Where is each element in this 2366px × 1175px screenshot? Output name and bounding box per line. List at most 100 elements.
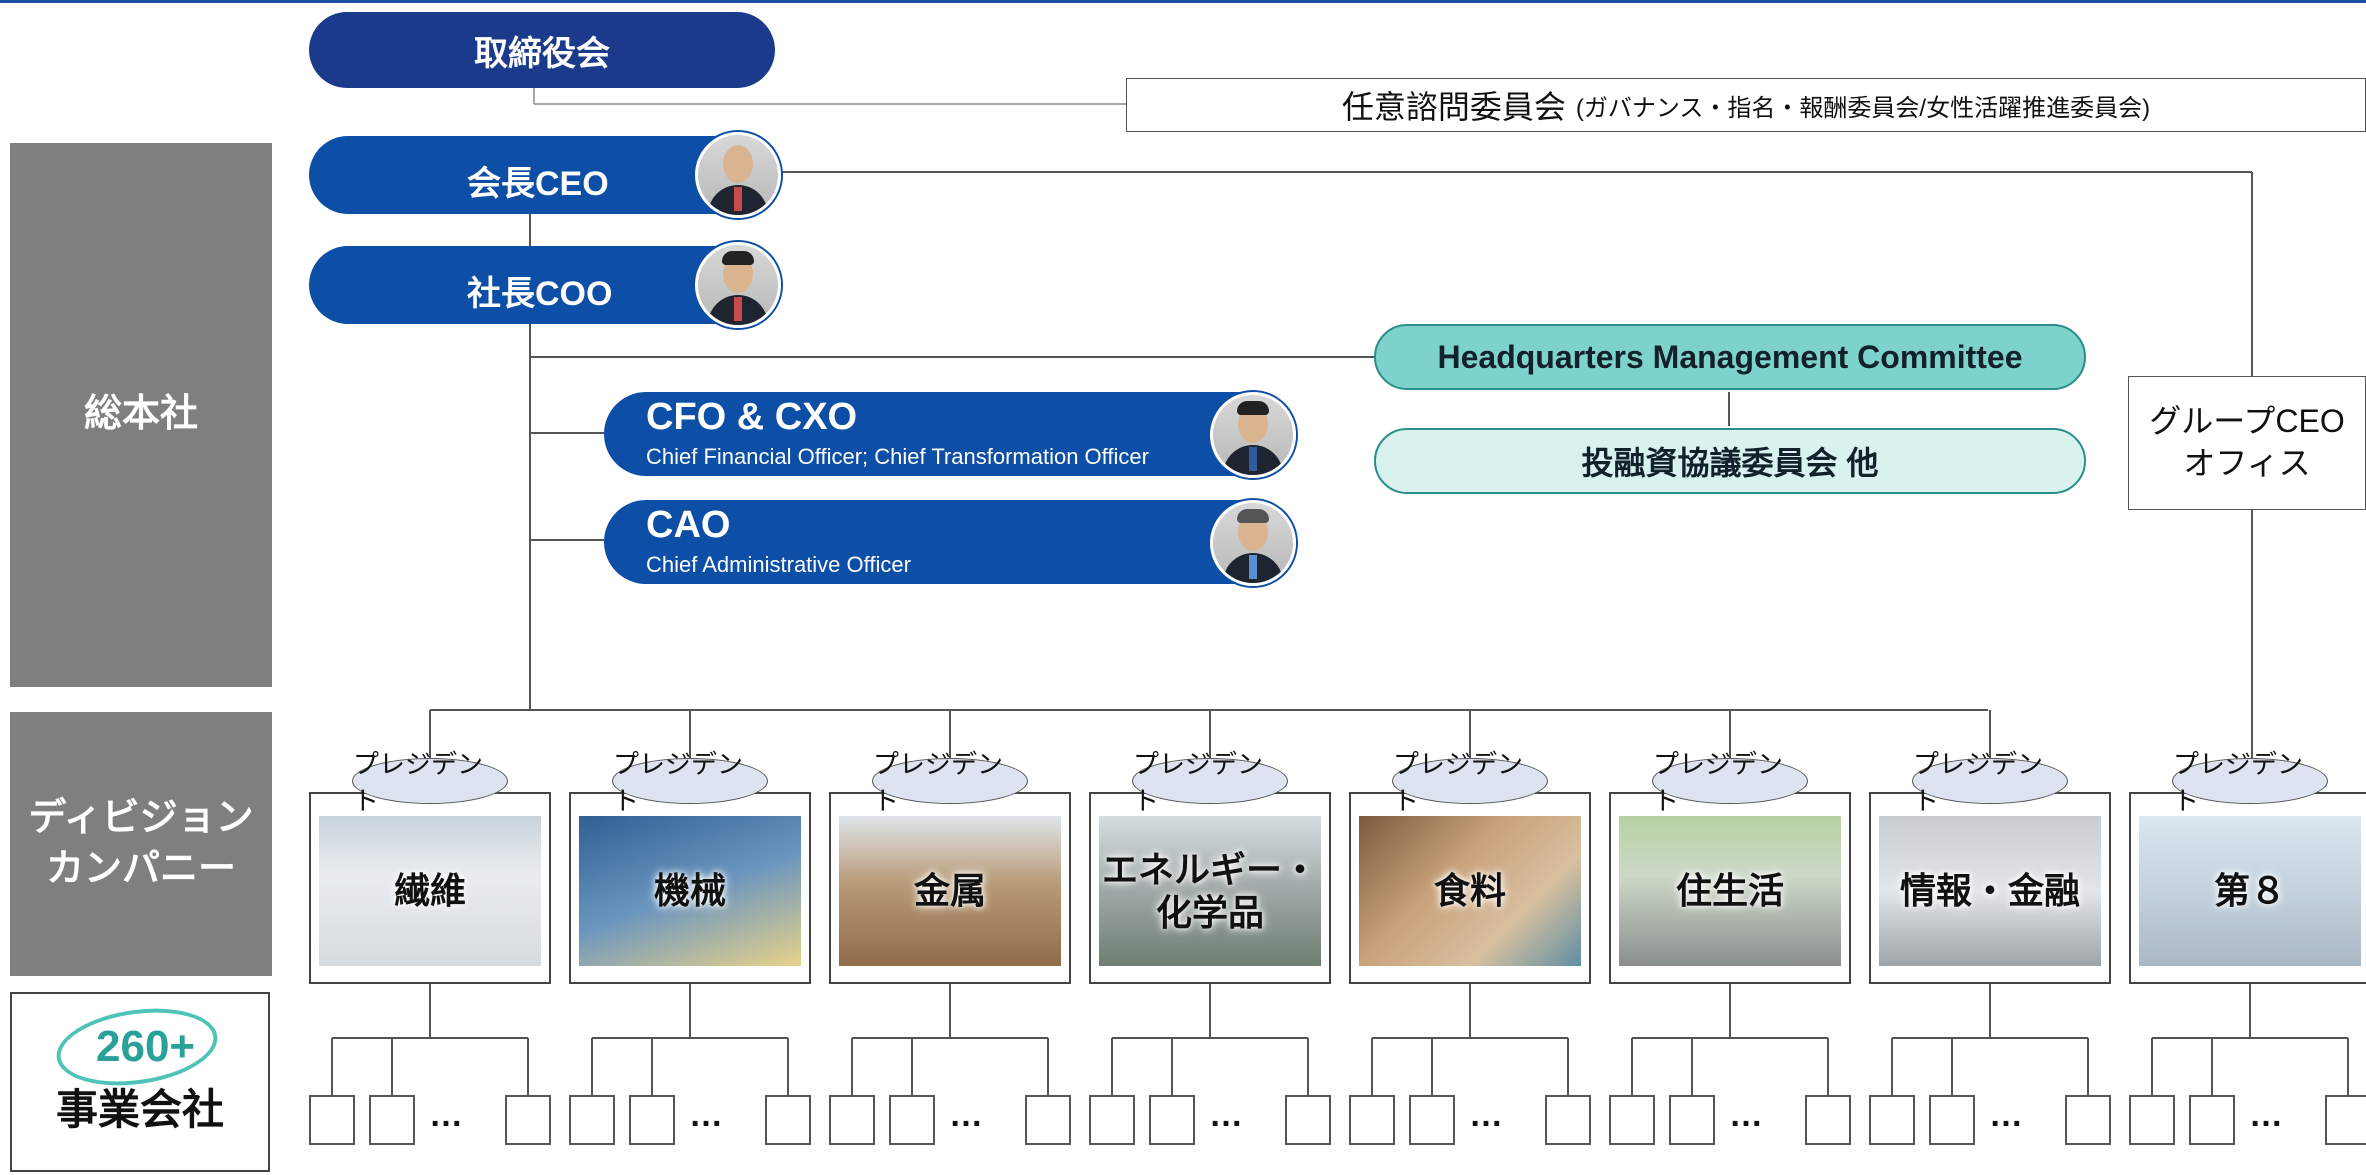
division-name-line1: 機械 <box>653 870 726 912</box>
subsidiary-box <box>629 1095 675 1145</box>
more-subsidiaries-ellipsis: … <box>1209 1096 1243 1134</box>
division-photo <box>1879 816 2101 966</box>
more-subsidiaries-ellipsis: … <box>689 1096 723 1134</box>
side-panel-headquarters: 総本社 <box>10 143 272 687</box>
division-name-line1: エネルギー・ <box>1101 848 1318 890</box>
division-name: 繊維 <box>311 816 549 966</box>
division-photo <box>579 816 801 966</box>
subsidiary-box <box>1025 1095 1071 1145</box>
subsidiary-box <box>2189 1095 2235 1145</box>
division-box: 金属 <box>829 792 1071 984</box>
president-tag: プレジデント <box>1132 749 1288 816</box>
cao-title: CAO <box>646 504 731 546</box>
division-name-line1: 住生活 <box>1675 870 1784 912</box>
division-name-line1: 第８ <box>2213 870 2286 912</box>
subsidiary-box <box>505 1095 551 1145</box>
cfo-cxo-node: CFO & CXO Chief Financial Officer; Chief… <box>604 392 1296 478</box>
advisory-committee-label: 任意諮問委員会 <box>1341 89 1566 125</box>
investment-committee-node: 投融資協議委員会 他 <box>1374 428 2086 494</box>
division-name-line1: 食料 <box>1433 870 1506 912</box>
cao-node: CAO Chief Administrative Officer <box>604 500 1296 586</box>
subsidiary-box <box>1805 1095 1851 1145</box>
president-tag: プレジデント <box>1392 749 1548 816</box>
division-box: エネルギー・化学品 <box>1089 792 1331 984</box>
division-photo <box>1619 816 1841 966</box>
division-box: 食料 <box>1349 792 1591 984</box>
division-box: 繊維 <box>309 792 551 984</box>
president-tag: プレジデント <box>612 749 768 816</box>
more-subsidiaries-ellipsis: … <box>1989 1096 2023 1134</box>
division-name-line1: 繊維 <box>393 870 466 912</box>
president-tag: プレジデント <box>352 749 508 816</box>
division-name: 金属 <box>831 816 1069 966</box>
more-subsidiaries-ellipsis: … <box>429 1096 463 1134</box>
advisory-committee-sub: (ガバナンス・指名・報酬委員会/女性活躍推進委員会) <box>1575 94 2151 122</box>
division-box: 第８ <box>2129 792 2366 984</box>
cao-subtitle: Chief Administrative Officer <box>646 552 911 577</box>
subsidiary-box <box>1285 1095 1331 1145</box>
division-box: 機械 <box>569 792 811 984</box>
hq-management-committee-node: Headquarters Management Committee <box>1374 324 2086 390</box>
more-subsidiaries-ellipsis: … <box>2249 1096 2283 1134</box>
division-name: 住生活 <box>1611 816 1849 966</box>
side-panel-division: ディビジョン カンパニー <box>10 712 272 976</box>
business-company-label: 事業会社 <box>55 1086 224 1133</box>
subsidiary-box <box>1089 1095 1135 1145</box>
board-of-directors-node: 取締役会 <box>309 12 775 88</box>
chairman-ceo-node: 会長CEO <box>309 132 781 218</box>
division-photo <box>319 816 541 966</box>
more-subsidiaries-ellipsis: … <box>1469 1096 1503 1134</box>
side-panel-business-companies: 260+ 事業会社 <box>10 992 270 1172</box>
chairman-ceo-label: 会長CEO <box>467 165 609 203</box>
president-tag: プレジデント <box>1652 749 1808 816</box>
subsidiary-box <box>1929 1095 1975 1145</box>
division-name-line2: 化学品 <box>1155 892 1264 933</box>
subsidiary-box <box>889 1095 935 1145</box>
more-subsidiaries-ellipsis: … <box>949 1096 983 1134</box>
subsidiary-box <box>1149 1095 1195 1145</box>
subsidiary-box <box>2325 1095 2366 1145</box>
more-subsidiaries-ellipsis: … <box>1729 1096 1763 1134</box>
division-box: 情報・金融 <box>1869 792 2111 984</box>
subsidiary-box <box>569 1095 615 1145</box>
cfo-portrait <box>1210 392 1296 478</box>
cfo-cxo-title: CFO & CXO <box>646 396 858 438</box>
board-label: 取締役会 <box>474 34 610 73</box>
group-ceo-office-line1: グループCEO <box>2149 403 2345 440</box>
division-box: 住生活 <box>1609 792 1851 984</box>
division-name-line1: 情報・金融 <box>1899 870 2080 912</box>
subsidiary-box <box>1669 1095 1715 1145</box>
division-name-line1: 金属 <box>913 870 986 912</box>
group-ceo-office-box: グループCEO オフィス <box>2128 376 2366 510</box>
subsidiary-box <box>1609 1095 1655 1145</box>
chairman-portrait <box>695 132 781 218</box>
subsidiary-box <box>1409 1095 1455 1145</box>
president-tag: プレジデント <box>872 749 1028 816</box>
cfo-cxo-subtitle: Chief Financial Officer; Chief Transform… <box>646 444 1149 469</box>
president-portrait <box>695 242 781 328</box>
division-name: 情報・金融 <box>1871 816 2109 966</box>
division-name: 第８ <box>2131 816 2366 966</box>
investment-committee-label: 投融資協議委員会 他 <box>1581 445 1879 481</box>
subsidiary-box <box>829 1095 875 1145</box>
cao-portrait <box>1210 500 1296 586</box>
president-coo-node: 社長COO <box>309 242 781 328</box>
division-name: 機械 <box>571 816 809 966</box>
subsidiary-box <box>2065 1095 2111 1145</box>
business-company-count: 260+ <box>96 1022 196 1071</box>
subsidiary-box <box>2129 1095 2175 1145</box>
division-name: 食料 <box>1351 816 1589 966</box>
subsidiary-box <box>369 1095 415 1145</box>
division-photo <box>839 816 1061 966</box>
advisory-committee-box: 任意諮問委員会 (ガバナンス・指名・報酬委員会/女性活躍推進委員会) <box>1126 78 2366 132</box>
subsidiary-box <box>309 1095 355 1145</box>
president-tag: プレジデント <box>1912 749 2068 816</box>
division-photo <box>1359 816 1581 966</box>
subsidiary-box <box>1869 1095 1915 1145</box>
president-tag: プレジデント <box>2172 749 2328 816</box>
group-ceo-office-line2: オフィス <box>2183 445 2311 481</box>
division-photo <box>2139 816 2361 966</box>
subsidiary-box <box>1545 1095 1591 1145</box>
